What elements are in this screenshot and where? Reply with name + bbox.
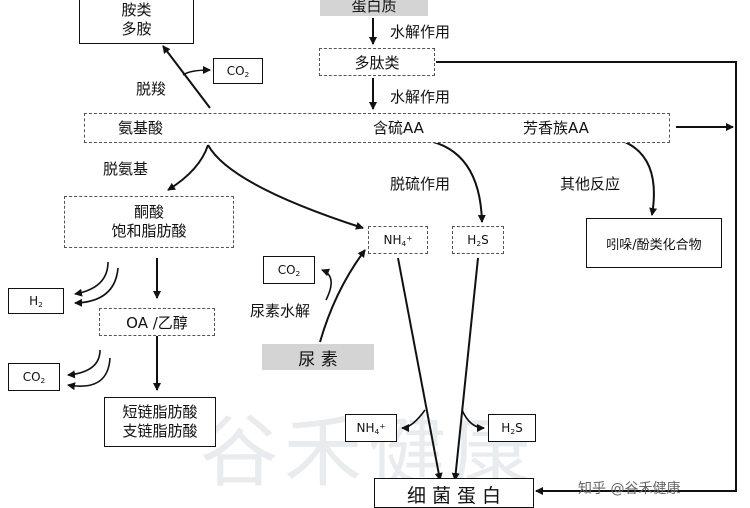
arrow-polypeptide-right — [436, 61, 737, 495]
oa-ethanol-label: OA /乙醇 — [126, 313, 188, 332]
nh4-upper-sup: + — [406, 232, 413, 242]
arrow-deamination-to-nh4 — [207, 144, 364, 230]
aromatic-aa-label: 芳香族AA — [523, 119, 589, 137]
arrow-h2s-to-bacteria — [451, 257, 479, 481]
nh4-upper-sub: 4 — [401, 238, 407, 248]
keto-acids-node: 酮酸 饱和脂肪酸 — [64, 196, 234, 248]
co2-lower-text: CO — [22, 369, 41, 384]
arrow-aa-to-amines — [162, 45, 211, 109]
co2-lower-sub: 2 — [40, 375, 46, 385]
hydrolysis-label-1: 水解作用 — [390, 23, 451, 41]
co2-middle-sub: 2 — [295, 268, 301, 278]
keto-acid-label: 酮酸 — [133, 202, 164, 221]
urea-label: 尿 素 — [298, 349, 338, 370]
h2s-lower-h: H — [501, 420, 511, 435]
h2s-lower-node: H2S — [488, 414, 536, 442]
h2-node: H2 — [8, 288, 64, 314]
arrow-to-h2s-lower — [461, 409, 485, 432]
source-credit: 知乎 @谷禾健康 — [578, 481, 681, 497]
oa-ethanol-node: OA /乙醇 — [99, 308, 215, 336]
other-reactions-label: 其他反应 — [560, 175, 621, 193]
bacterial-protein-node: 细 菌 蛋 白 — [374, 478, 534, 508]
arrow-to-nh4-lower — [401, 409, 426, 432]
co2-top-sub: 2 — [244, 69, 250, 79]
arrow-oa-to-co2-b — [67, 357, 111, 391]
deamination-label: 脱氨基 — [103, 160, 149, 178]
nh4-lower-text: NH — [356, 420, 375, 435]
co2-top: CO2 — [213, 58, 263, 84]
hydrolysis-label-2: 水解作用 — [390, 88, 451, 106]
protein-node: 蛋白质 — [320, 0, 428, 16]
arrow-keto-to-h2-a — [74, 261, 109, 297]
indole-node: 吲哚/酚类化合物 — [586, 218, 722, 268]
decarboxylation-label: 脱羧 — [136, 80, 167, 98]
arrow-urea-to-co2 — [321, 268, 332, 301]
sulfur-aa-label: 含硫AA — [373, 119, 424, 137]
polypeptide-node: 多肽类 — [319, 48, 435, 76]
h2-text: H — [29, 293, 39, 308]
bacterial-protein-label: 细 菌 蛋 白 — [406, 485, 502, 507]
h2s-upper-node: H2S — [452, 226, 504, 254]
h2s-lower-sub: 2 — [510, 426, 516, 436]
co2-top-text: CO — [226, 63, 245, 78]
h2s-lower-s: S — [515, 420, 523, 435]
arrow-decarboxylation-to-co2 — [182, 66, 211, 76]
arrow-aa-to-keto — [167, 144, 209, 191]
scfa-label: 短链脂肪酸 — [122, 402, 198, 421]
amino-acid-label: 氨基酸 — [118, 119, 164, 137]
arrow-oa-to-co2-a — [67, 349, 101, 379]
polyamines-label: 多胺 — [121, 20, 152, 38]
h2s-upper-h: H — [467, 232, 477, 247]
nh4-lower-sub: 4 — [374, 426, 380, 436]
arrow-keto-to-h2-b — [74, 267, 119, 307]
nh4-lower-node: NH4+ — [345, 414, 397, 442]
urea-hydrolysis-label: 尿素水解 — [250, 302, 311, 320]
nh4-lower-sup: + — [379, 420, 386, 430]
h2-sub: 2 — [38, 299, 43, 309]
co2-lower: CO2 — [8, 363, 60, 391]
h2s-upper-s: S — [481, 232, 489, 247]
co2-middle-text: CO — [277, 262, 296, 277]
co2-middle: CO2 — [263, 256, 315, 284]
amines-label: 胺类 — [121, 0, 152, 19]
arrow-aromatic-to-indole — [619, 139, 658, 216]
nh4-upper-node: NH4+ — [368, 226, 428, 254]
arrow-nh4-to-bacteria — [397, 257, 443, 481]
saturated-fatty-acid-label: 饱和脂肪酸 — [111, 222, 187, 240]
scfa-node: 短链脂肪酸 支链脂肪酸 — [104, 397, 216, 447]
nh4-upper-text: NH — [383, 232, 402, 247]
polypeptide-label: 多肽类 — [354, 53, 400, 72]
desulfurization-label: 脱硫作用 — [390, 175, 451, 193]
amines-box: 胺类 多胺 — [79, 0, 194, 44]
indole-label: 吲哚/酚类化合物 — [606, 237, 702, 253]
urea-node: 尿 素 — [262, 344, 374, 370]
arrow-urea-to-nh4 — [319, 249, 366, 343]
bcfa-label: 支链脂肪酸 — [122, 422, 198, 440]
protein-label: 蛋白质 — [351, 0, 397, 15]
h2s-upper-sub: 2 — [476, 238, 482, 248]
amino-acid-row — [84, 113, 670, 143]
